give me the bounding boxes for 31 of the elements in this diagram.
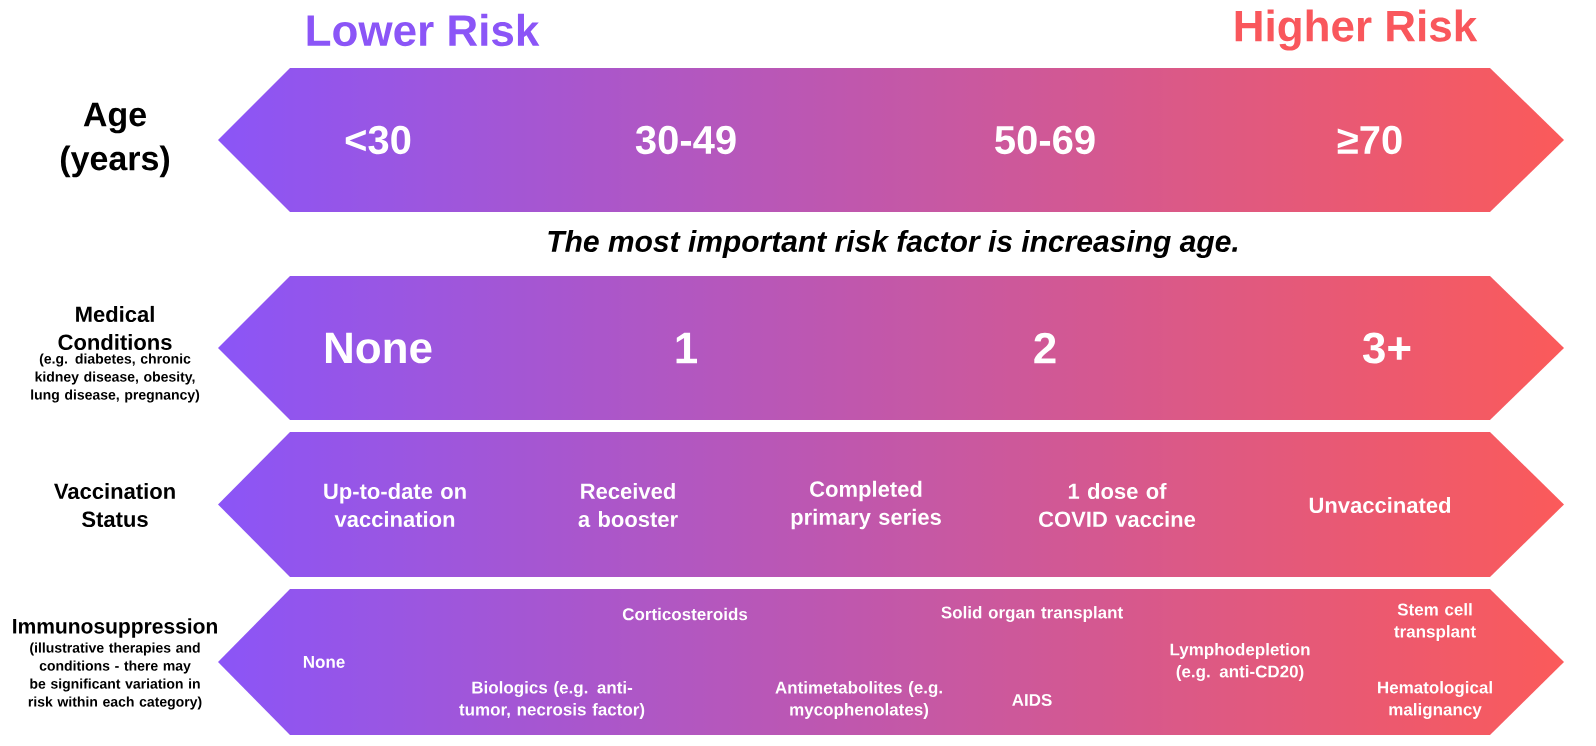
band-label: Received a booster <box>578 482 678 528</box>
row-heading: Age (years) <box>60 102 170 178</box>
risk-heading: Lower Risk <box>307 13 540 47</box>
band-label: <30 <box>345 125 411 155</box>
band-label: 30-49 <box>635 125 736 155</box>
band-label: 1 <box>676 332 697 364</box>
band-label: Corticosteroids <box>622 607 748 621</box>
row-heading: Vaccination Status <box>54 482 175 528</box>
band-label: Up-to-date on vaccination <box>324 482 466 528</box>
row-note: (illustrative therapies and conditions - there may be significant variation in risk within each category) <box>28 642 202 710</box>
band-label: Antimetabolites (e.g. mycophenolates) <box>775 681 942 719</box>
band-label: Unvaccinated <box>1309 496 1451 514</box>
row-heading: Immunosuppression <box>13 618 217 638</box>
band-label: Hematological malignancy <box>1378 681 1492 719</box>
band-label: Completed primary series <box>791 480 941 530</box>
band-label: Biologics (e.g. anti-tumor, necrosis factor) <box>459 681 645 719</box>
row-note: (e.g. diabetes, chronic kidney disease, obesity, lung disease, pregnancy) <box>31 353 200 403</box>
row-heading: Medical Conditions <box>58 305 172 351</box>
band-label: ≥70 <box>1337 125 1402 155</box>
band-label: Lymphodepletion (e.g. anti-CD20) <box>1170 643 1310 681</box>
band-label: 3+ <box>1362 332 1411 364</box>
risk-heading: Higher Risk <box>1235 9 1478 51</box>
band-label: Stem cell transplant <box>1394 603 1476 641</box>
band-label: None <box>325 332 432 364</box>
band-label: None <box>303 656 345 668</box>
band-label: AIDS <box>1012 693 1052 706</box>
band-label: 2 <box>1034 332 1056 364</box>
band-label: Solid organ transplant <box>941 606 1123 622</box>
band-label: 50-69 <box>995 125 1095 155</box>
note-text: The most important risk factor is increasing age. <box>548 230 1238 258</box>
band-label: 1 dose of COVID vaccine <box>1039 482 1196 528</box>
